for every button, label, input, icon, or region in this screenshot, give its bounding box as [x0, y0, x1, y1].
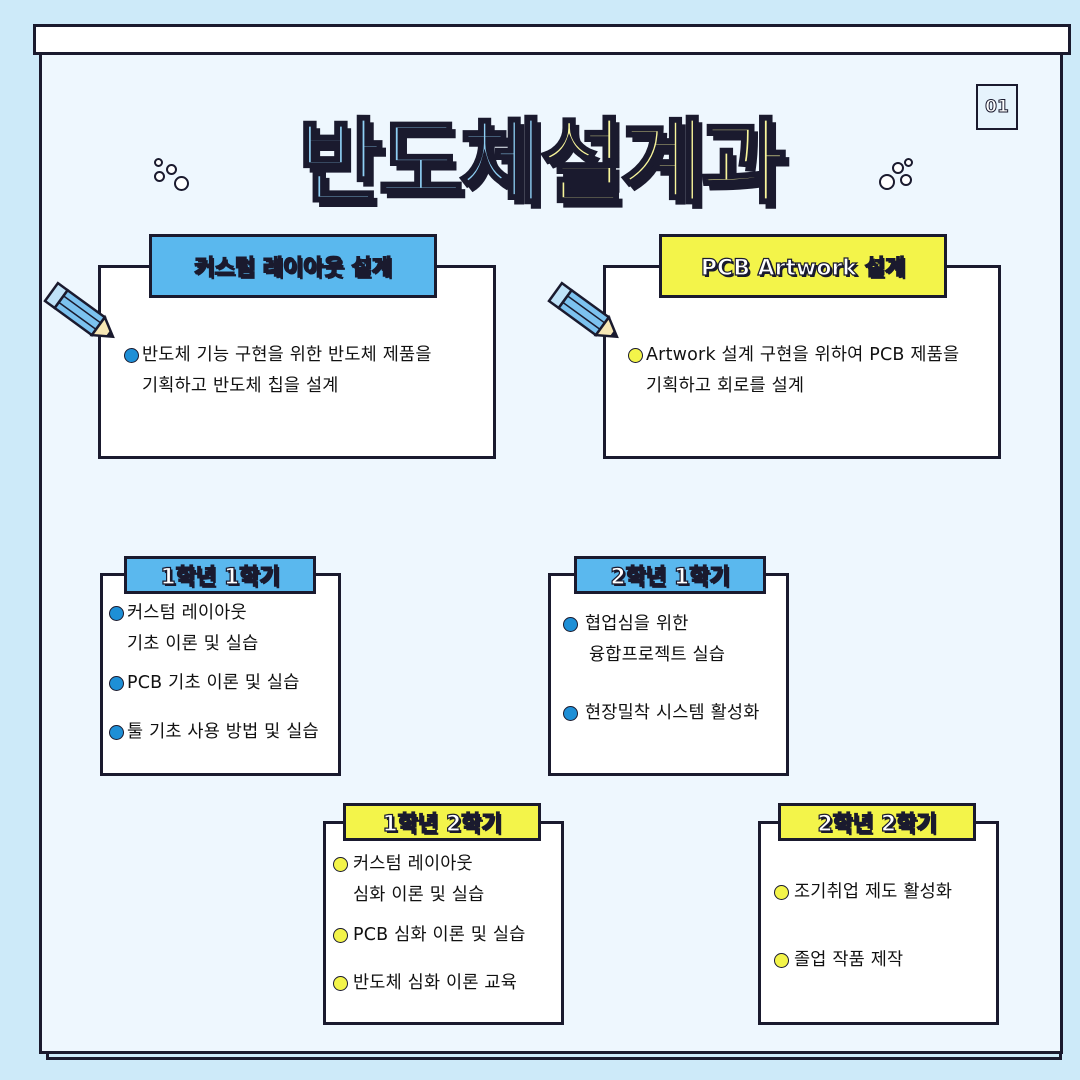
bullet-dot-icon	[563, 617, 578, 632]
bullet-dot-icon	[333, 928, 348, 943]
semester-card-y2s1	[548, 573, 789, 776]
semester-tag-y1s2: 1학년 2학기	[343, 803, 541, 841]
bubbles-icon-left	[152, 156, 192, 192]
list-item: 커스텀 레이아웃 심화 이론 및 실습	[333, 849, 484, 911]
list-item: 반도체 심화 이론 교육	[333, 968, 517, 999]
list-item: 현장밀착 시스템 활성화	[563, 698, 760, 729]
semester-tag-y2s1: 2학년 1학기	[574, 556, 766, 594]
custom-layout-tag: 커스텀 레이아웃 설계	[149, 234, 437, 298]
bullet-dot-icon	[563, 706, 578, 721]
list-item: PCB 심화 이론 및 실습	[333, 920, 526, 951]
bullet-dot-icon	[333, 857, 348, 872]
bullet-dot-icon	[109, 676, 124, 691]
semester-card-y1s2	[323, 821, 564, 1025]
semester-card-y1s1	[100, 573, 341, 776]
semester-card-y2s2	[758, 821, 999, 1025]
bullet-dot-icon	[333, 976, 348, 991]
pcb-artwork-description: Artwork 설계 구현을 위하여 PCB 제품을 기획하고 회로를 설계	[628, 340, 959, 402]
pcb-artwork-label: PCB Artwork 설계	[700, 255, 906, 281]
bullet-dot-icon	[124, 348, 139, 363]
pencil-icon	[547, 281, 619, 339]
list-item: 커스텀 레이아웃 기초 이론 및 실습	[109, 598, 258, 660]
bullet-dot-icon	[774, 885, 789, 900]
top-bar	[33, 24, 1071, 55]
bubbles-icon-right	[878, 156, 918, 192]
list-item: 조기취업 제도 활성화	[774, 877, 952, 908]
list-item: 협업심을 위한 융합프로젝트 실습	[563, 609, 725, 671]
page-number: 01	[985, 97, 1010, 118]
bullet-dot-icon	[628, 348, 643, 363]
page-title: 반도체설계과	[0, 88, 1080, 221]
list-item: 툴 기초 사용 방법 및 실습	[109, 717, 319, 748]
bullet-dot-icon	[109, 725, 124, 740]
pencil-icon	[43, 281, 115, 339]
list-item: 졸업 작품 제작	[774, 945, 903, 976]
page-number-badge: 01	[976, 84, 1018, 130]
list-item: PCB 기초 이론 및 실습	[109, 668, 300, 699]
pcb-artwork-tag: PCB Artwork 설계	[659, 234, 947, 298]
bullet-dot-icon	[774, 953, 789, 968]
bullet-dot-icon	[109, 606, 124, 621]
custom-layout-description: 반도체 기능 구현을 위한 반도체 제품을 기획하고 반도체 칩을 설계	[124, 340, 432, 402]
semester-tag-y1s1: 1학년 1학기	[124, 556, 316, 594]
custom-layout-label: 커스텀 레이아웃 설계	[194, 255, 393, 281]
semester-tag-y2s2: 2학년 2학기	[778, 803, 976, 841]
title-part-blue: 반도체	[297, 108, 546, 218]
title-part-yellow: 설계과	[539, 108, 788, 218]
